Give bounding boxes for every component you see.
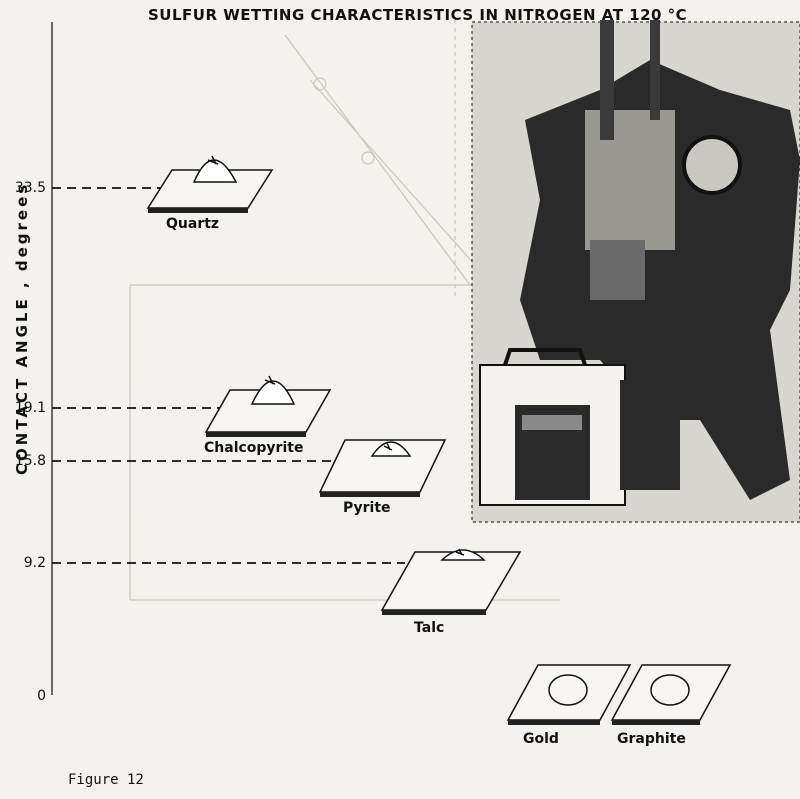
pyrite-sample: [318, 439, 447, 497]
y-tick: 9.2: [23, 555, 46, 571]
sample-label-pyrite: Pyrite: [343, 500, 391, 516]
gold-sample: [506, 664, 632, 725]
y-tick: 19.1: [14, 400, 46, 416]
y-tick: 33.5: [14, 180, 46, 196]
sample-label-talc: Talc: [414, 620, 445, 636]
graphite-sample: [610, 664, 732, 725]
apparatus-photo: [471, 20, 800, 523]
figure-title: SULFUR WETTING CHARACTERISTICS IN NITROG…: [148, 6, 688, 24]
y-tick: 0: [37, 688, 46, 704]
sample-label-gold: Gold: [523, 731, 559, 747]
talc-sample: [380, 548, 522, 615]
sample-label-quartz: Quartz: [166, 216, 220, 232]
y-tick: 15.8: [14, 453, 46, 469]
sample-label-chalcopyrite: Chalcopyrite: [204, 440, 304, 456]
sample-label-graphite: Graphite: [617, 731, 686, 747]
chalcopyrite-sample: [204, 375, 332, 437]
figure-caption: Figure 12: [68, 772, 144, 788]
quartz-sample: [146, 155, 274, 213]
